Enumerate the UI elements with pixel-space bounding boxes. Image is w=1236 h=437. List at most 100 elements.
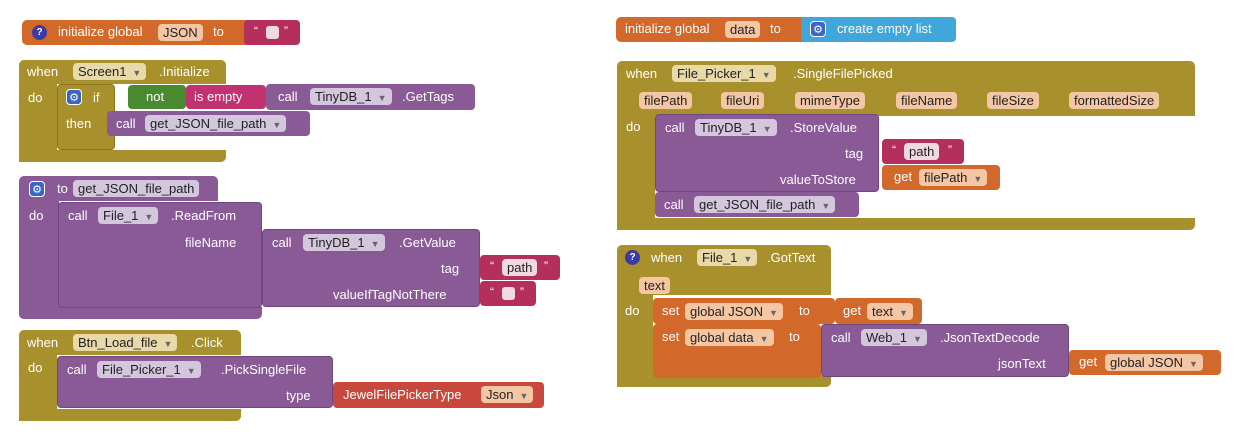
- create-empty-list-block[interactable]: ⚙ create empty list: [801, 17, 956, 42]
- tinydb-storevalue-block[interactable]: call TinyDB_1▼ .StoreValue tag valueToSt…: [655, 114, 879, 192]
- variable-dropdown[interactable]: text▼: [867, 303, 913, 320]
- component-dropdown[interactable]: TinyDB_1▼: [695, 119, 777, 136]
- chevron-down-icon: ▼: [743, 254, 753, 264]
- if-then-block[interactable]: ⚙ if then: [57, 84, 115, 150]
- empty-string-field[interactable]: [266, 26, 279, 39]
- text-path-block[interactable]: “ path ”: [480, 255, 560, 280]
- call-proc-block[interactable]: call get_JSON_file_path▼: [655, 192, 859, 217]
- tag-arg-label: tag: [845, 146, 864, 161]
- chevron-down-icon: ▼: [144, 212, 154, 222]
- when-label: when: [27, 64, 59, 79]
- tinydb-gettags-block[interactable]: call TinyDB_1▼ .GetTags: [266, 84, 475, 110]
- event-param-formattedsize[interactable]: formattedSize: [1069, 92, 1160, 109]
- procedure-dropdown[interactable]: get_JSON_file_path▼: [694, 196, 836, 213]
- not-block[interactable]: not: [128, 85, 186, 109]
- tag-arg-label: tag: [441, 261, 460, 276]
- call-proc-block[interactable]: call get_JSON_file_path▼: [107, 111, 310, 136]
- variable-dropdown[interactable]: global data▼: [685, 329, 774, 346]
- empty-text-block[interactable]: “ ”: [480, 281, 536, 306]
- gear-icon[interactable]: ⚙: [810, 21, 826, 37]
- picksinglefile-block[interactable]: call File_Picker_1▼ .PickSingleFile type: [57, 356, 333, 408]
- file-picked-event-block[interactable]: when File_Picker_1▼ .SingleFilePicked fi…: [617, 61, 1195, 116]
- component-dropdown[interactable]: TinyDB_1▼: [303, 234, 385, 251]
- chevron-down-icon: ▼: [762, 124, 772, 134]
- event-param-filename[interactable]: fileName: [896, 92, 958, 109]
- chevron-down-icon: ▼: [186, 366, 196, 376]
- procedure-definition-block[interactable]: ⚙ to get_JSON_file_path: [19, 176, 218, 201]
- chevron-down-icon: ▼: [973, 174, 983, 184]
- variable-dropdown[interactable]: filePath▼: [919, 169, 988, 186]
- set-global-data-block[interactable]: set global data▼ to: [653, 324, 821, 378]
- component-dropdown[interactable]: Screen1▼: [73, 63, 147, 80]
- default-arg-label: valueIfTagNotThere: [333, 287, 447, 302]
- init-global-json-block[interactable]: ? initialize global JSON to “ ”: [22, 20, 300, 45]
- file-readfrom-block[interactable]: call File_1▼ .ReadFrom fileName: [58, 202, 262, 308]
- help-icon[interactable]: ?: [32, 25, 47, 40]
- empty-text-block[interactable]: “ ”: [244, 20, 300, 45]
- component-dropdown[interactable]: TinyDB_1▼: [310, 88, 392, 105]
- chevron-down-icon: ▼: [821, 201, 831, 211]
- value-arg-label: valueToStore: [780, 172, 856, 187]
- help-icon[interactable]: ?: [625, 250, 640, 265]
- chevron-down-icon: ▼: [519, 391, 529, 401]
- chevron-down-icon: ▼: [377, 93, 387, 103]
- procedure-name-field[interactable]: get_JSON_file_path: [73, 180, 200, 197]
- procedure-do-column: [19, 201, 59, 319]
- type-arg-label: type: [286, 388, 311, 403]
- chevron-down-icon: ▼: [761, 70, 771, 80]
- init-global-data-block[interactable]: initialize global data to ⚙ create empty…: [616, 17, 956, 42]
- type-dropdown[interactable]: Json▼: [481, 386, 534, 403]
- component-dropdown[interactable]: File_1▼: [98, 207, 159, 224]
- chevron-down-icon: ▼: [163, 339, 173, 349]
- var-name-field[interactable]: JSON: [158, 24, 203, 41]
- component-dropdown[interactable]: File_Picker_1▼: [97, 361, 201, 378]
- chevron-down-icon: ▼: [898, 308, 908, 318]
- get-global-json-block[interactable]: get global JSON▼: [1069, 350, 1221, 375]
- then-label: then: [66, 116, 92, 131]
- procedure-bottom: [19, 307, 262, 319]
- text-field[interactable]: path: [904, 143, 940, 160]
- file-picked-do-column: [617, 116, 655, 230]
- text-path-block[interactable]: “ path ”: [882, 139, 964, 164]
- event-param-mimetype[interactable]: mimeType: [795, 92, 865, 109]
- init-global-label: initialize global: [58, 24, 143, 39]
- chevron-down-icon: ▼: [370, 239, 380, 249]
- component-dropdown[interactable]: File_1▼: [697, 249, 758, 266]
- tinydb-getvalue-block[interactable]: call TinyDB_1▼ .GetValue tag valueIfTagN…: [262, 229, 480, 307]
- text-field[interactable]: path: [502, 259, 538, 276]
- set-global-json-block[interactable]: set global JSON▼ to: [653, 298, 835, 324]
- chevron-down-icon: ▼: [759, 334, 769, 344]
- file-picked-bottom: [617, 218, 1195, 230]
- event-param-filesize[interactable]: fileSize: [987, 92, 1039, 109]
- got-text-event-block[interactable]: ? when File_1▼ .GotText text: [617, 245, 831, 295]
- component-dropdown[interactable]: Btn_Load_file▼: [73, 334, 178, 351]
- event-name: .Initialize: [159, 64, 210, 79]
- is-empty-block[interactable]: is empty: [186, 85, 266, 109]
- event-param-text[interactable]: text: [639, 277, 670, 294]
- gear-icon[interactable]: ⚙: [66, 89, 82, 105]
- get-filepath-block[interactable]: get filePath▼: [882, 165, 1000, 190]
- variable-dropdown[interactable]: global JSON▼: [685, 303, 783, 320]
- component-dropdown[interactable]: Web_1▼: [861, 329, 927, 346]
- chevron-down-icon: ▼: [272, 120, 282, 130]
- get-text-block[interactable]: get text▼: [835, 298, 922, 324]
- button-click-bottom: [19, 409, 241, 421]
- web-jsontextdecode-block[interactable]: call Web_1▼ .JsonTextDecode jsonText: [821, 324, 1069, 377]
- chevron-down-icon: ▼: [132, 68, 142, 78]
- event-param-fileuri[interactable]: fileUri: [721, 92, 765, 109]
- empty-string-field[interactable]: [502, 287, 515, 300]
- do-label: do: [28, 90, 43, 105]
- gear-icon[interactable]: ⚙: [29, 181, 45, 197]
- variable-dropdown[interactable]: global JSON▼: [1105, 354, 1203, 371]
- event-param-filepath[interactable]: filePath: [639, 92, 693, 109]
- to-label: to: [213, 24, 224, 39]
- screen-initialize-do-column: [19, 84, 57, 162]
- got-text-bottom: [617, 375, 831, 387]
- component-dropdown[interactable]: File_Picker_1▼: [672, 65, 776, 82]
- var-name-field[interactable]: data: [725, 21, 761, 38]
- screen-initialize-bottom: [19, 150, 226, 162]
- button-click-event-block[interactable]: when Btn_Load_file▼ .Click: [19, 330, 241, 355]
- picker-type-helper-block[interactable]: JewelFilePickerType Json▼: [333, 382, 544, 408]
- procedure-dropdown[interactable]: get_JSON_file_path▼: [145, 115, 287, 132]
- screen-initialize-event-block[interactable]: when Screen1▼ .Initialize: [19, 60, 226, 84]
